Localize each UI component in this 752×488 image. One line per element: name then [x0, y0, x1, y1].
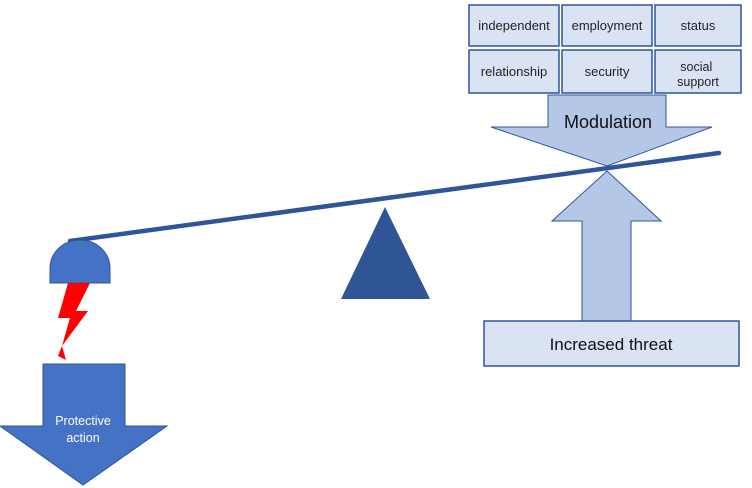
modulation-arrow	[490, 94, 713, 167]
threat-up-arrow	[550, 170, 663, 322]
protective-label-line2: action	[66, 431, 99, 445]
increased-threat-box	[483, 320, 740, 367]
dome-shape	[49, 239, 111, 284]
increased-threat-label: Increased threat	[550, 335, 673, 354]
factor-box-independent	[468, 4, 560, 47]
seesaw-beam	[67, 150, 722, 244]
factor-social-support: social support	[677, 60, 719, 89]
factor-box-status	[654, 4, 742, 47]
factor-box-relationship	[468, 49, 560, 94]
modulation-label: Modulation	[564, 112, 652, 132]
fulcrum-triangle	[341, 207, 430, 299]
factor-employment: employment	[572, 18, 643, 33]
factor-grid: independent employment status relationsh…	[468, 4, 742, 94]
factor-box-employment	[561, 4, 653, 47]
protective-action-arrow	[0, 363, 169, 486]
lightning-bolt-icon	[58, 283, 90, 346]
factor-box-security	[561, 49, 653, 94]
factor-relationship: relationship	[481, 64, 548, 79]
factor-independent: independent	[478, 18, 550, 33]
protective-label-line1: Protective	[55, 414, 111, 428]
factor-security: security	[585, 64, 630, 79]
factor-box-social-support	[654, 49, 742, 94]
lightning-bolt-tip	[58, 346, 66, 360]
factor-status: status	[681, 18, 716, 33]
